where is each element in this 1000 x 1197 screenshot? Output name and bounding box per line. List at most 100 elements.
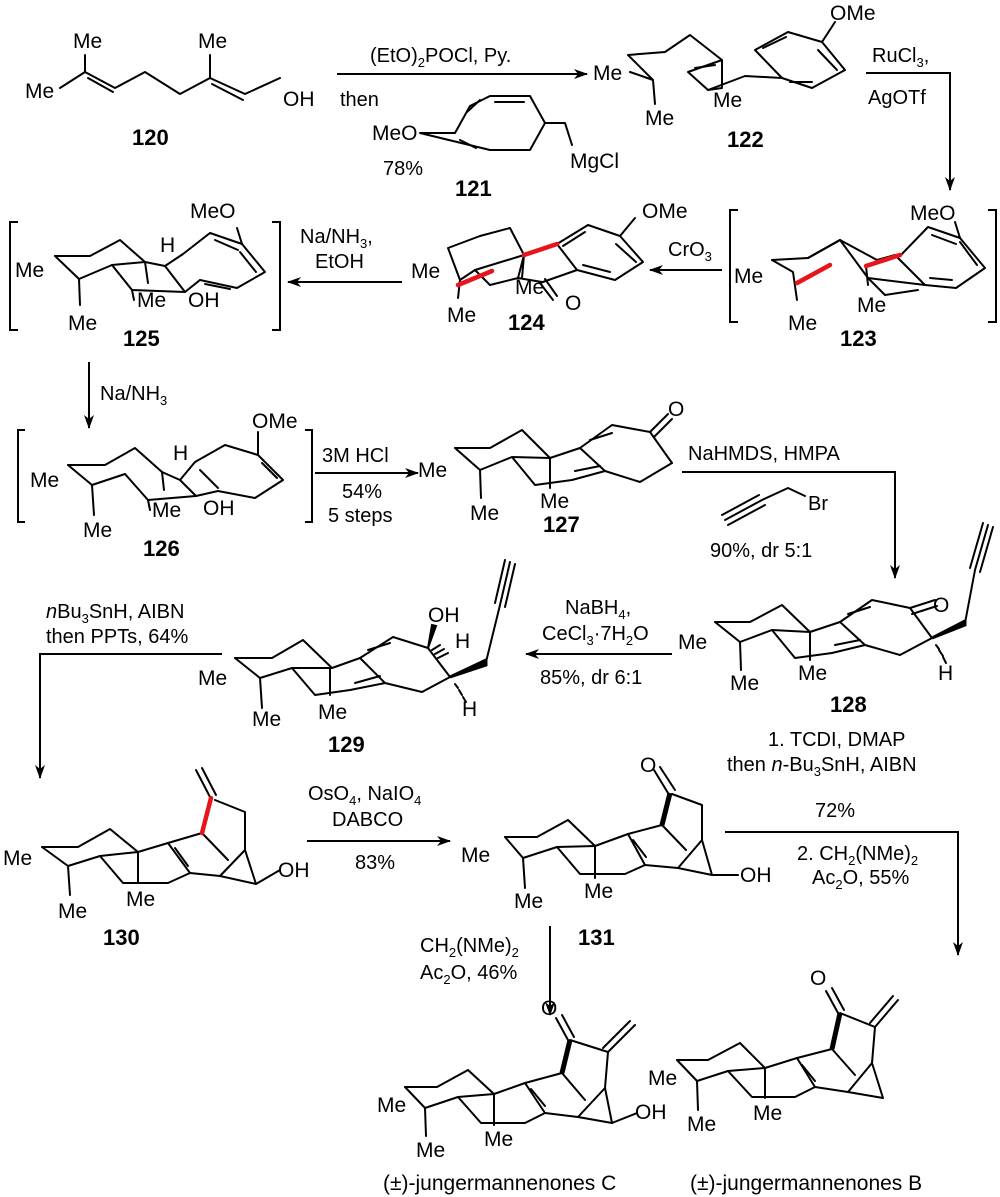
methyl-label: Me — [126, 888, 155, 911]
compound-126: Me Me Me H OH OMe 126 — [17, 410, 313, 561]
step-130-to-131: OsO4, NaIO4 DABCO 83% — [307, 783, 451, 874]
methoxy-label: MeO — [372, 122, 418, 145]
compound-number: 130 — [103, 925, 140, 950]
compound-number: 128 — [830, 692, 867, 717]
step-120-to-122: (EtO)2POCl, Py. then 78% MeO MgCl 121 — [337, 45, 619, 201]
compound-120: Me Me Me OH 120 — [25, 30, 315, 150]
methyl-label: Me — [411, 260, 440, 283]
step-128-to-129: NaBH4, CeCl3·7H2O 85%, dr 6:1 — [525, 597, 672, 689]
methyl-label: Me — [68, 312, 97, 335]
reagent-label: CH2(NMe)2 — [420, 935, 519, 960]
compound-number: 131 — [578, 925, 615, 950]
compound-125: Me Me Me H OH MeO 125 — [9, 200, 281, 351]
compound-129: Me Me Me OH H H 129 — [198, 559, 516, 757]
methyl-label: Me — [515, 276, 544, 299]
ketone-oxygen-label: O — [565, 292, 581, 315]
reagent-label: 1. TCDI, DMAP — [768, 729, 905, 751]
yield-label: 85%, dr 6:1 — [540, 667, 642, 689]
ketone-oxygen-label: O — [541, 997, 557, 1020]
methyl-label: Me — [318, 701, 347, 724]
methyl-label: Me — [198, 667, 227, 690]
methoxy-label: OMe — [830, 2, 876, 25]
reagent-label: Na/NH3, — [300, 226, 373, 251]
reagent-label: CeCl3·7H2O — [542, 623, 649, 648]
yield-label: 90%, dr 5:1 — [710, 540, 812, 562]
compound-number: 122 — [727, 127, 764, 152]
reagent-label: CrO3 — [668, 239, 712, 264]
methyl-label: Me — [73, 30, 102, 53]
methyl-label: Me — [648, 1067, 677, 1090]
propargyl-bromide-label: Br — [808, 493, 828, 515]
methyl-label: Me — [540, 490, 569, 513]
methyl-label: Me — [447, 304, 476, 327]
reagent-label: 3M HCl — [322, 445, 389, 467]
compound-130: Me Me Me OH 130 — [3, 767, 310, 950]
methyl-label: Me — [514, 890, 543, 913]
methyl-label: Me — [678, 631, 707, 654]
hydroxyl-label: OH — [740, 864, 772, 887]
yield-label: 78% — [383, 158, 423, 180]
methyl-label: Me — [3, 847, 32, 870]
hydroxyl-label: OH — [635, 1101, 667, 1124]
yield-label: 83% — [355, 852, 395, 874]
methoxy-label: MeO — [190, 200, 236, 223]
hydroxyl-label: OH — [283, 88, 315, 111]
hydroxyl-label: OH — [428, 604, 460, 627]
step-125-to-126: Na/NH3 — [84, 362, 167, 429]
methoxy-label: OMe — [252, 410, 298, 433]
methyl-label: Me — [15, 259, 44, 282]
reagent-label: OsO4, NaIO4 — [308, 783, 421, 808]
ketone-oxygen-label: O — [640, 754, 656, 777]
methyl-label: Me — [461, 844, 490, 867]
methyl-label: Me — [137, 289, 166, 312]
reagent-label: then n-Bu3SnH, AIBN — [727, 754, 917, 779]
ketone-oxygen-label: O — [933, 594, 949, 617]
compound-number: 125 — [123, 326, 160, 351]
methyl-label: Me — [198, 30, 227, 53]
reagent-label: 2. CH2(NMe)2 — [797, 843, 918, 868]
methyl-label: Me — [377, 1094, 406, 1117]
methoxy-label: OMe — [642, 200, 688, 223]
methyl-label: Me — [753, 1102, 782, 1125]
methyl-label: Me — [416, 1139, 445, 1162]
hydrogen-label: H — [173, 442, 188, 465]
methyl-label: Me — [798, 662, 827, 685]
compound-number: 124 — [508, 310, 545, 335]
reagent-label: then — [340, 89, 379, 111]
reagent-label: NaHMDS, HMPA — [688, 443, 841, 465]
compound-jungermannenone-b: Me Me Me O (±)-jungermannenones B — [648, 967, 922, 1195]
methyl-label: Me — [734, 265, 763, 288]
methyl-label: Me — [687, 1113, 716, 1136]
compound-124: Me Me Me O OMe 124 — [411, 200, 688, 335]
reagent-label: Na/NH3 — [100, 383, 167, 408]
methyl-label: Me — [418, 459, 447, 482]
compound-127: Me Me Me O 127 — [418, 398, 684, 537]
compound-number: 129 — [328, 732, 365, 757]
methyl-label: Me — [788, 312, 817, 335]
methyl-label: Me — [25, 80, 54, 103]
methyl-label: Me — [730, 672, 759, 695]
compound-number: 127 — [543, 512, 580, 537]
reagent-label: AgOTf — [868, 87, 926, 109]
step-131-to-jungermannenone-c: CH2(NMe)2 Ac2O, 46% — [420, 926, 555, 1016]
hydroxyl-label: OH — [203, 497, 235, 520]
reagent-label: then PPTs, 64% — [46, 626, 189, 648]
methyl-label: Me — [58, 900, 87, 923]
compound-number: 126 — [143, 536, 180, 561]
reagent-label: RuCl3, — [872, 45, 929, 70]
methyl-label: Me — [470, 502, 499, 525]
ketone-oxygen-label: O — [668, 398, 684, 421]
hydrogen-label: H — [462, 698, 477, 721]
compound-128: Me Me Me O H 128 — [678, 522, 994, 717]
compound-number: 120 — [132, 125, 169, 150]
methyl-label: Me — [484, 1128, 513, 1151]
hydrogen-label: H — [160, 234, 175, 257]
step-127-to-128: NaHMDS, HMPA Br 90%, dr 5:1 — [682, 443, 900, 579]
step-129-to-130: nBu3SnH, AIBN then PPTs, 64% — [35, 601, 222, 779]
product-name: (±)-jungermannenones C — [383, 1172, 616, 1195]
step-131-to-jungermannenone-b: 1. TCDI, DMAP then n-Bu3SnH, AIBN 72% 2.… — [725, 729, 963, 956]
compound-123: Me Me Me MeO 123 — [729, 202, 997, 351]
step-123-to-124: CrO3 — [649, 239, 722, 275]
reagent-label: EtOH — [315, 251, 364, 273]
